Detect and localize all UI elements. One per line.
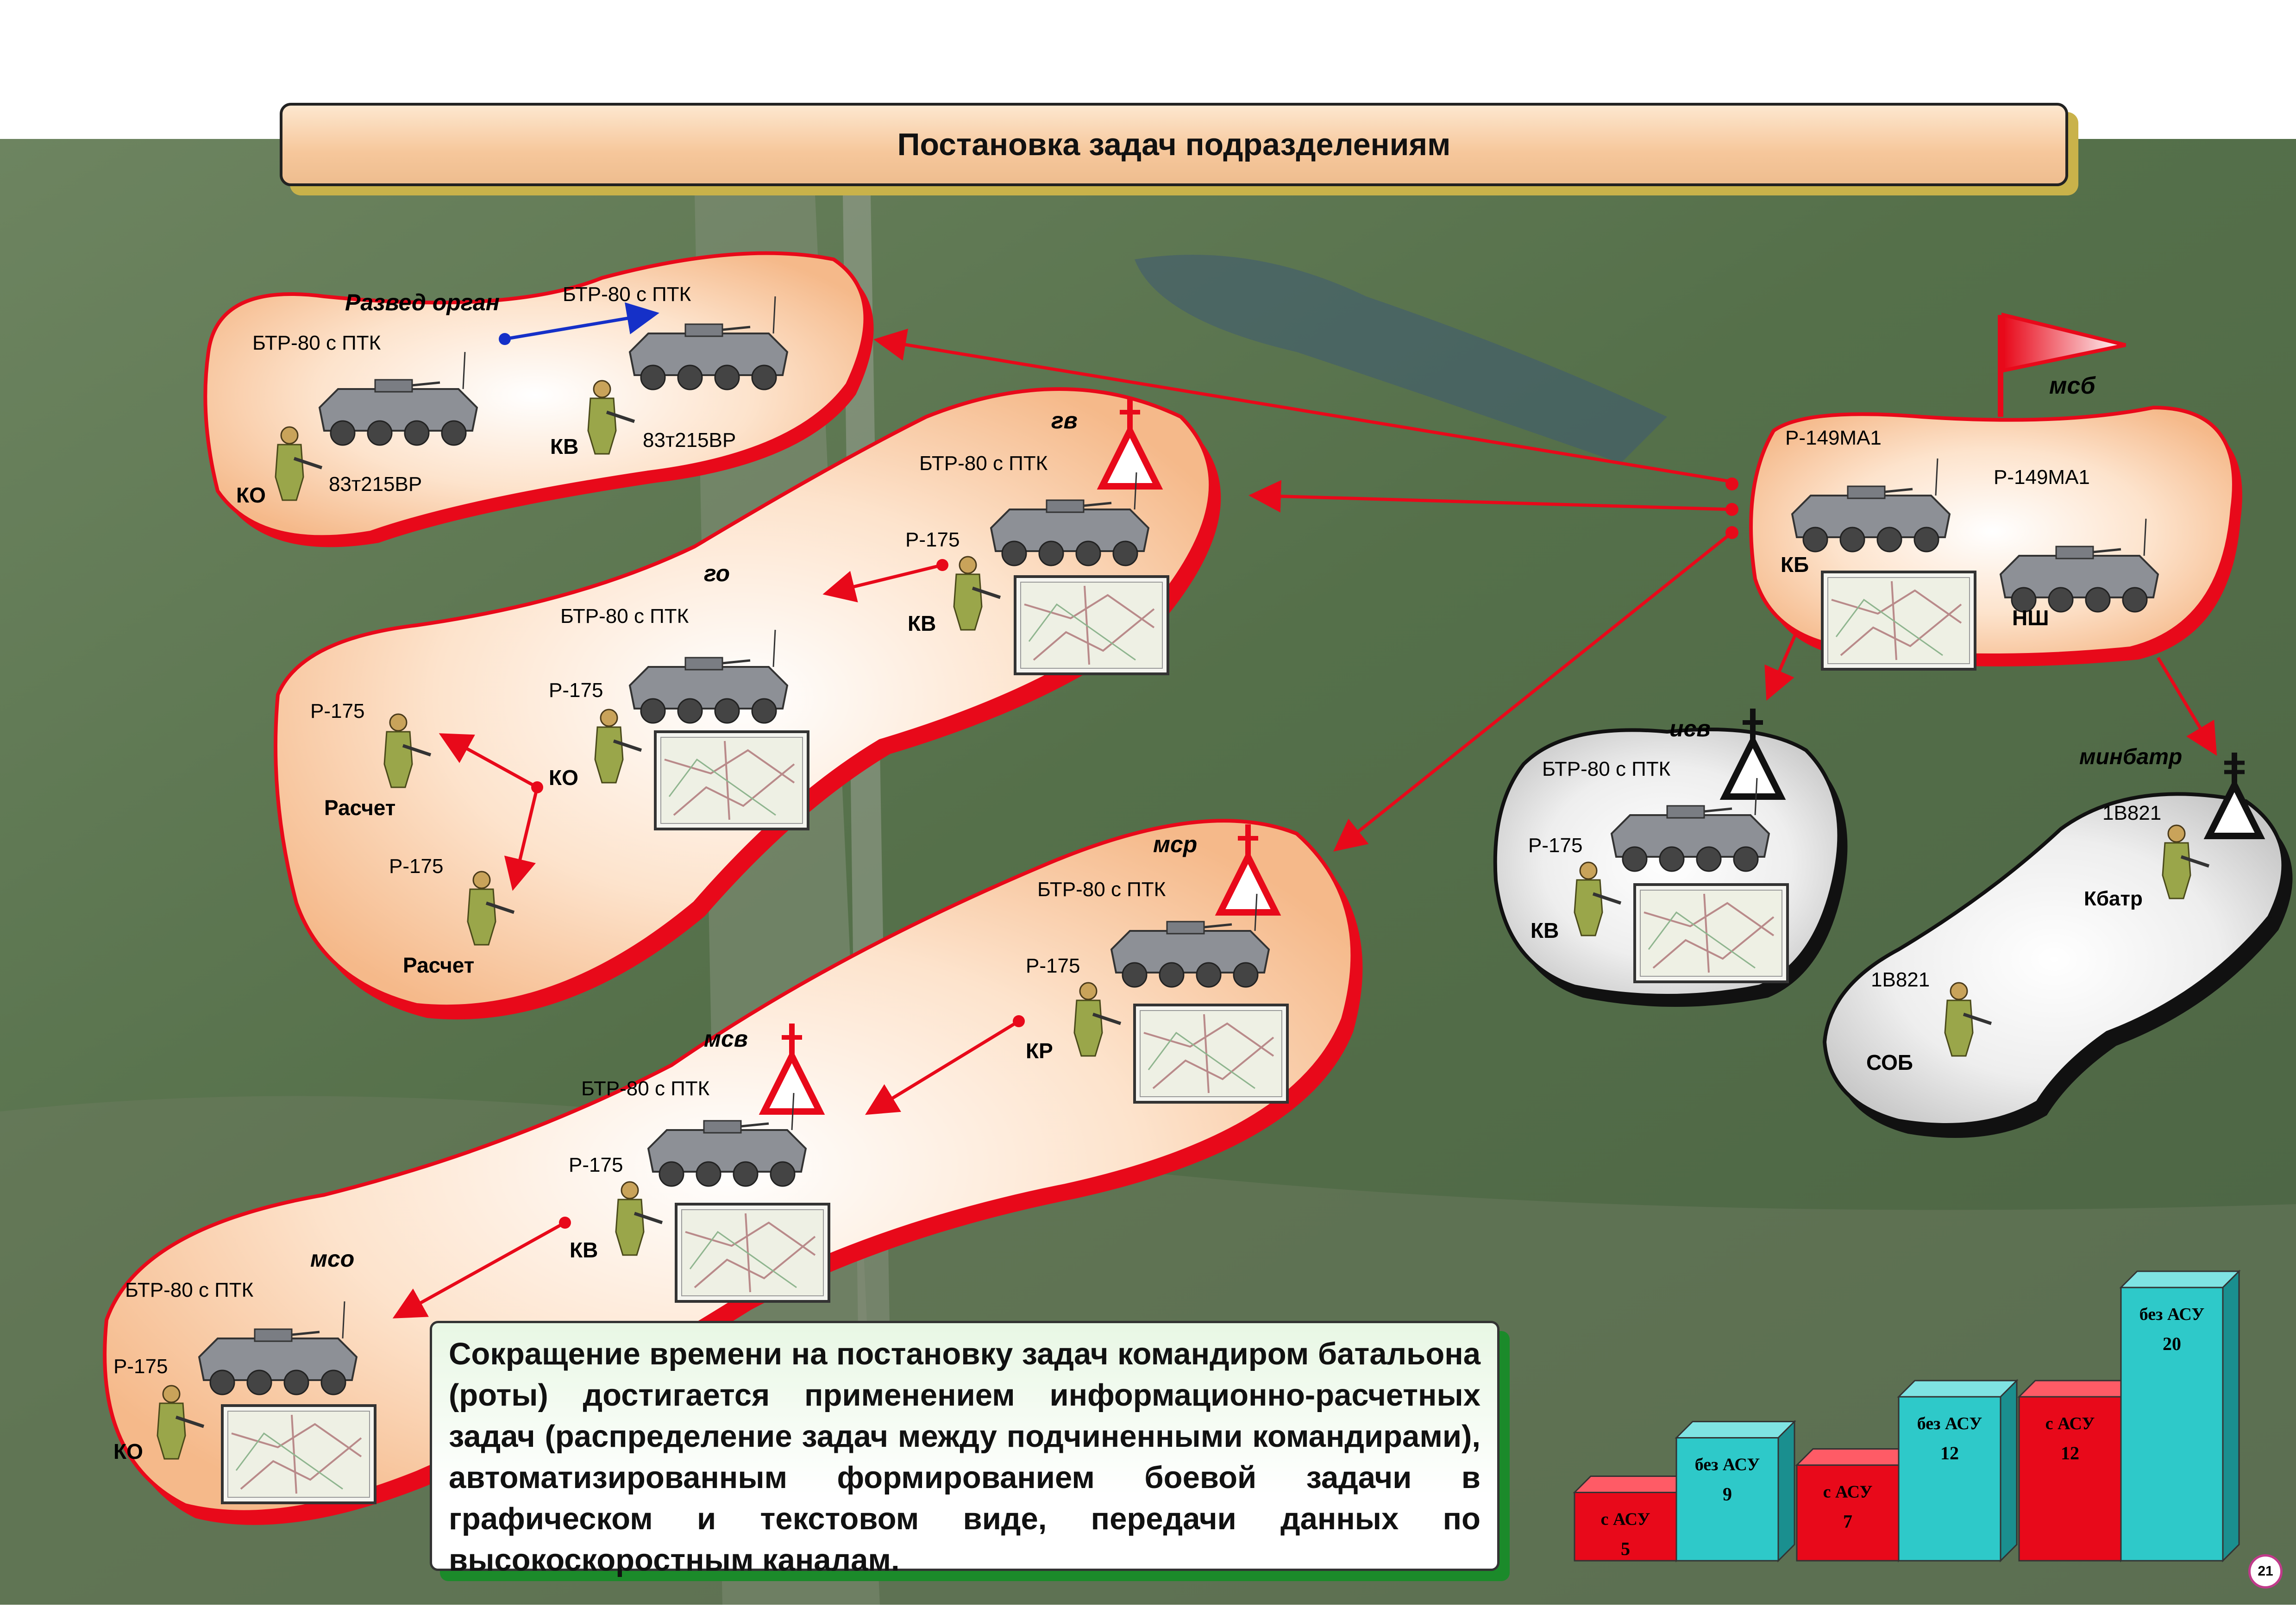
bar-value-label: 7 (1843, 1511, 1852, 1532)
go-crew1-radio: Р-175 (310, 700, 364, 722)
map-tablet-icon (1135, 1005, 1287, 1102)
bar-series-label: с АСУ (1601, 1510, 1650, 1529)
msb-vehicle2-label: Р-149МА1 (1994, 466, 2090, 489)
bar-value-label: 12 (2061, 1443, 2079, 1463)
map-tablet-icon (1015, 577, 1168, 674)
minbatr-person1: Кбатр (2084, 887, 2143, 910)
bar-value-label: 20 (2163, 1333, 2181, 1354)
unit-symbol-icon (1719, 709, 1786, 800)
gv-person-label: КВ (908, 611, 936, 635)
mso-person-label: КО (113, 1439, 143, 1463)
minbatr-device1: 1В821 (2102, 802, 2161, 824)
razved-ko-label: КО (236, 483, 266, 507)
group-razved: Развед орган БТР-80 с ПТК БТР-80 с ПТК К… (203, 251, 874, 547)
bar-side-face (1777, 1419, 1795, 1563)
mso-heading: мсо (310, 1246, 354, 1272)
bar-value-label: 12 (1940, 1443, 1959, 1463)
minbatr-person2: СОБ (1866, 1050, 1913, 1074)
go-heading: го (704, 560, 730, 586)
bar-value-label: 5 (1621, 1539, 1630, 1559)
map-tablet-icon (676, 1204, 829, 1301)
msb-nsh-label: НШ (2012, 606, 2049, 630)
group-msb: мсб Р-149МА1 Р-149МА1 КБ НШ (1749, 312, 2242, 669)
map-tablet-icon (222, 1406, 375, 1503)
go-crew1-label: Расчет (324, 796, 395, 820)
isv-heading: исв (1669, 716, 1711, 741)
summary-note: Сокращение времени на постановку задач к… (430, 1321, 1499, 1577)
bar-with-asu (1574, 1492, 1677, 1562)
group-gv-go: гв БТР-80 с ПТК Р-175 КВ го БТР-80 с ПТК… (274, 387, 1221, 1020)
mso-radio-label: Р-175 (113, 1355, 168, 1378)
razved-vehicle2-label: БТР-80 с ПТК (563, 283, 691, 306)
group-msr-msv-mso: мср БТР-80 с ПТК Р-175 КР мсв БТР-80 с П… (103, 819, 1363, 1525)
razved-vehicle1-label: БТР-80 с ПТК (252, 332, 381, 354)
bar-top-face (1675, 1421, 1796, 1438)
page-title-banner: Постановка задач подразделениям (280, 103, 2068, 186)
msr-heading: мср (1153, 831, 1197, 857)
map-tablet-icon (1635, 885, 1788, 982)
group-minbatr: минбатр 1В821 Кбатр 1В821 СОБ (1822, 745, 2293, 1138)
msv-heading: мсв (704, 1026, 748, 1052)
bar-side-face (2000, 1379, 2018, 1563)
bar-top-face (1573, 1476, 1694, 1493)
msr-radio-label: Р-175 (1026, 955, 1080, 977)
bar-series-label: без АСУ (1695, 1455, 1760, 1475)
minbatr-device2: 1В821 (1871, 968, 1930, 991)
summary-text: Сокращение времени на постановку задач к… (449, 1337, 1480, 1577)
time-comparison-chart: с АСУ 5 без АСУ 9 с АСУ 7 без АСУ 12 с АСУ 12 без … (1573, 1269, 2241, 1563)
razved-kv-radio: 83т215ВР (643, 429, 736, 452)
bar-top-face (2017, 1380, 2139, 1398)
page-title: Постановка задач подразделениям (897, 127, 1451, 162)
msr-vehicle-label: БТР-80 с ПТК (1037, 878, 1166, 901)
isv-radio-label: Р-175 (1528, 834, 1582, 857)
msb-vehicle1-label: Р-149МА1 (1785, 427, 1882, 449)
msr-person-label: КР (1026, 1039, 1053, 1063)
bar-series-label: с АСУ (2045, 1414, 2095, 1433)
minbatr-heading: минбатр (2079, 745, 2182, 769)
msv-radio-label: Р-175 (569, 1154, 623, 1176)
group-isv: исв БТР-80 с ПТК Р-175 КВ (1493, 709, 1848, 1007)
bar-top-face (1897, 1380, 2019, 1398)
gv-radio-label: Р-175 (905, 528, 960, 551)
bar-top-face (1795, 1448, 1917, 1466)
razved-kv-label: КВ (550, 434, 578, 458)
isv-person-label: КВ (1531, 918, 1559, 942)
go-crew2-label: Расчет (403, 953, 474, 977)
bar-series-label: без АСУ (1917, 1414, 1982, 1433)
bar-side-face (2222, 1269, 2240, 1563)
msv-vehicle-label: БТР-80 с ПТК (581, 1077, 710, 1100)
bar-top-face (2119, 1270, 2241, 1288)
bar-series-label: с АСУ (1823, 1482, 1873, 1502)
msb-kb-label: КБ (1781, 553, 1809, 577)
msv-person-label: КВ (570, 1238, 598, 1262)
bar-with-asu (2018, 1396, 2122, 1562)
gv-heading: гв (1051, 408, 1078, 433)
msb-heading: мсб (2049, 372, 2096, 399)
mso-vehicle-label: БТР-80 с ПТК (125, 1279, 254, 1301)
bar-value-label: 9 (1723, 1484, 1732, 1505)
go-radio-label: Р-175 (549, 679, 603, 702)
page-number: 21 (2248, 1554, 2283, 1589)
go-vehicle-label: БТР-80 с ПТК (560, 605, 689, 628)
isv-vehicle-label: БТР-80 с ПТК (1542, 758, 1671, 780)
unit-symbol-icon (2203, 753, 2265, 839)
razved-ko-radio: 83т215ВР (329, 473, 422, 496)
bar-without-asu (2120, 1287, 2224, 1562)
flag-icon (2001, 312, 2126, 373)
bar-with-asu (1796, 1464, 1900, 1562)
map-tablet-icon (1822, 572, 1975, 669)
map-tablet-icon (655, 732, 808, 829)
gv-vehicle-label: БТР-80 с ПТК (919, 452, 1048, 475)
razved-heading: Развед орган (345, 289, 500, 315)
bar-series-label: без АСУ (2139, 1305, 2205, 1324)
go-crew2-radio: Р-175 (389, 855, 443, 878)
go-person-label: КО (549, 766, 578, 790)
